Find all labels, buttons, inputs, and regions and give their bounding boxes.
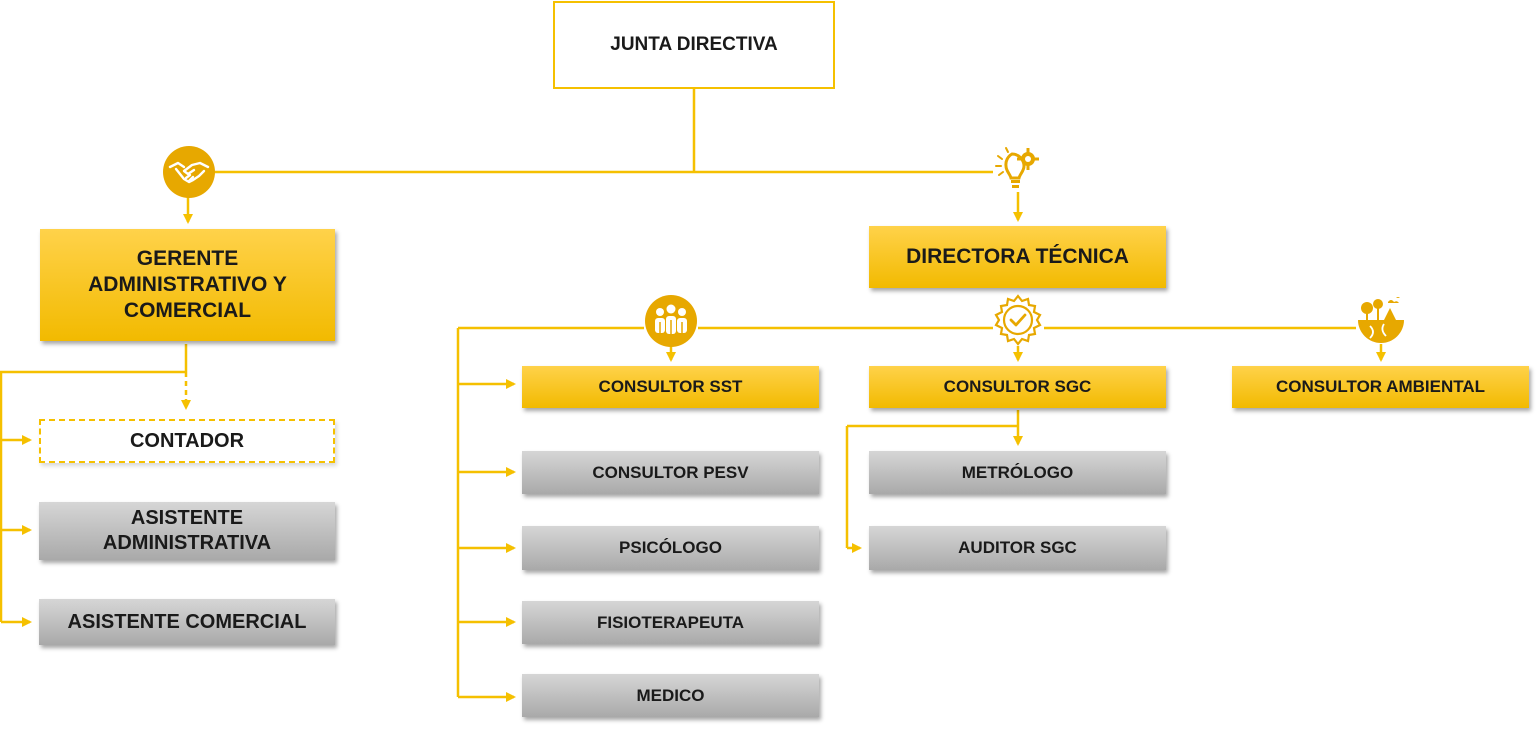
- node-consultor-ambiental: CONSULTOR AMBIENTAL: [1232, 366, 1529, 408]
- quality-check-icon: [991, 293, 1045, 347]
- node-asistente-comercial: ASISTENTE COMERCIAL: [39, 599, 335, 645]
- node-label: METRÓLOGO: [961, 462, 1074, 482]
- node-consultor-sst: CONSULTOR SST: [522, 366, 819, 408]
- team-icon: [644, 294, 698, 348]
- node-label: CONSULTOR SGC: [943, 377, 1092, 397]
- node-label: CONSULTOR PESV: [592, 462, 749, 482]
- environment-icon: [1354, 292, 1408, 346]
- node-label: JUNTA DIRECTIVA: [610, 34, 778, 56]
- node-label: AUDITOR SGC: [958, 538, 1077, 558]
- node-label: CONSULTOR AMBIENTAL: [1275, 377, 1486, 397]
- node-asistente-administrativa: ASISTENTE ADMINISTRATIVA: [39, 502, 335, 560]
- node-label: FISIOTERAPEUTA: [596, 612, 745, 632]
- node-gerente: GERENTE ADMINISTRATIVO Y COMERCIAL: [40, 229, 335, 341]
- node-medico: MEDICO: [522, 674, 819, 717]
- node-metrologo: METRÓLOGO: [869, 451, 1166, 494]
- handshake-icon: [162, 145, 216, 199]
- node-label: MEDICO: [636, 685, 705, 705]
- node-label: CONSULTOR SST: [598, 377, 743, 397]
- node-consultor-pesv: CONSULTOR PESV: [522, 451, 819, 494]
- node-label: ASISTENTE COMERCIAL: [67, 610, 307, 633]
- node-label: CONTADOR: [129, 429, 245, 452]
- node-auditor-sgc: AUDITOR SGC: [869, 526, 1166, 570]
- node-label: PSICÓLOGO: [619, 538, 722, 558]
- node-label: ASISTENTE ADMINISTRATIVA: [102, 507, 272, 554]
- node-directora-tecnica: DIRECTORA TÉCNICA: [869, 226, 1166, 288]
- lightbulb-gear-icon: [990, 142, 1044, 196]
- node-junta-directiva: JUNTA DIRECTIVA: [553, 1, 835, 89]
- node-psicologo: PSICÓLOGO: [522, 526, 819, 570]
- node-label: DIRECTORA TÉCNICA: [906, 244, 1129, 268]
- node-fisioterapeuta: FISIOTERAPEUTA: [522, 601, 819, 644]
- node-label: GERENTE ADMINISTRATIVO Y COMERCIAL: [88, 246, 287, 323]
- node-consultor-sgc: CONSULTOR SGC: [869, 366, 1166, 408]
- node-contador: CONTADOR: [39, 419, 335, 463]
